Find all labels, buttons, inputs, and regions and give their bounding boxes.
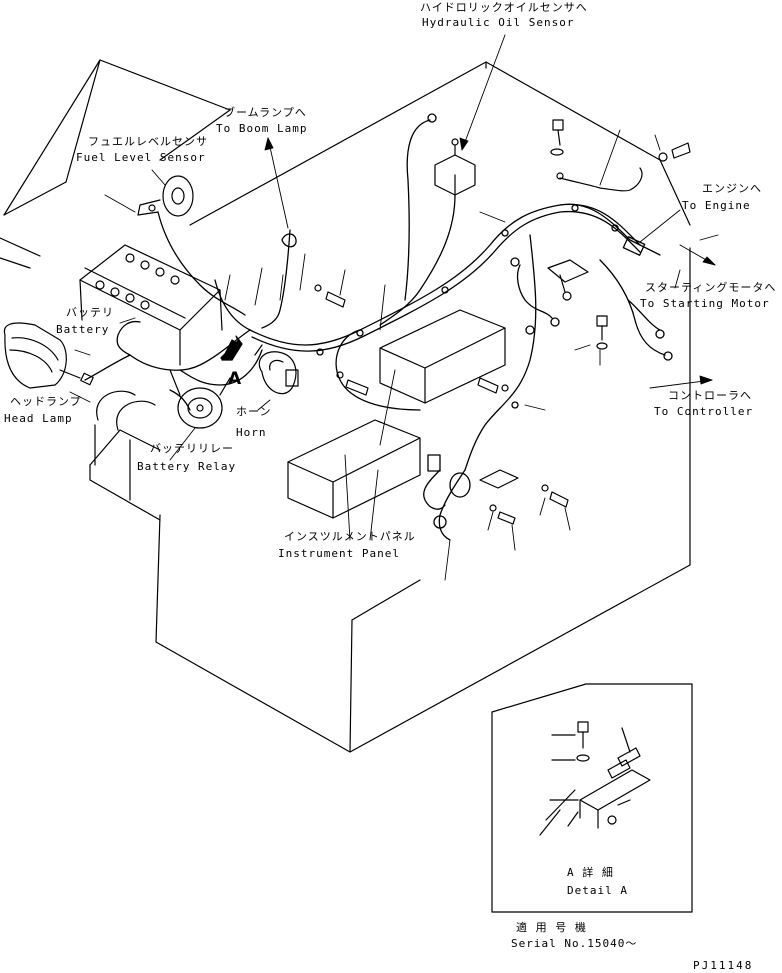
boom-lamp-label-en: To Boom Lamp [216, 122, 308, 135]
leader-lines [70, 35, 718, 580]
fuel-level-sensor-label-en: Fuel Level Sensor [76, 151, 206, 164]
battery-label-jp: バッテリ [66, 306, 114, 319]
detail-a-label-jp: A 詳 細 [567, 866, 614, 879]
starting-motor-label-en: To Starting Motor [640, 297, 770, 310]
head-lamp-label-en: Head Lamp [4, 412, 73, 425]
drawing-code: PJ11148 [693, 959, 754, 972]
machine-body-outline [0, 60, 690, 752]
controller-label-en: To Controller [654, 405, 754, 418]
fuel-level-sensor-label-jp: フュエルレベルセンサ [88, 135, 208, 148]
head-lamp-label-jp: ヘッドランプ [10, 395, 82, 408]
fuel-level-sensor-part [138, 176, 193, 216]
controller-label-jp: コントローラへ [668, 389, 752, 402]
controller-box [548, 260, 588, 300]
hydraulic-sensor-label-en: Hydraulic Oil Sensor [422, 16, 575, 29]
battery-label-en: Battery [56, 323, 110, 336]
instrument-panel-label-jp: インスツルメントパネル [284, 530, 416, 543]
battery-relay-label-en: Battery Relay [137, 460, 237, 473]
horn-label-en: Horn [236, 426, 267, 439]
view-arrow-a [222, 336, 242, 360]
hydraulic-oil-sensor-part [435, 139, 475, 195]
detail-a-box [492, 684, 692, 912]
battery-box [80, 245, 222, 365]
horn-part [255, 345, 298, 394]
boom-lamp-label-jp: ブームランプへ [224, 106, 307, 119]
engine-label-jp: エンジンへ [702, 182, 762, 195]
engine-label-en: To Engine [682, 199, 751, 212]
serial-number-label: Serial No.15040～ [511, 937, 638, 950]
instrument-panel-part [288, 310, 505, 518]
battery-relay-label-jp: バッテリリレー [150, 442, 234, 455]
head-lamp-part [4, 323, 93, 388]
bolts-hardware [315, 120, 690, 524]
detail-a-label-en: Detail A [567, 884, 628, 897]
horn-label-jp: ホーン [236, 405, 272, 418]
hydraulic-sensor-label-jp: ハイドロリックオイルセンサへ [420, 1, 588, 14]
serial-label-jp: 適 用 号 機 [516, 921, 587, 934]
starting-motor-label-jp: スターティングモータへ [645, 281, 777, 294]
wiring-harness [85, 114, 672, 540]
instrument-panel-label-en: Instrument Panel [278, 547, 400, 560]
battery-relay-part [170, 370, 230, 428]
view-a-marker: A [228, 369, 242, 389]
